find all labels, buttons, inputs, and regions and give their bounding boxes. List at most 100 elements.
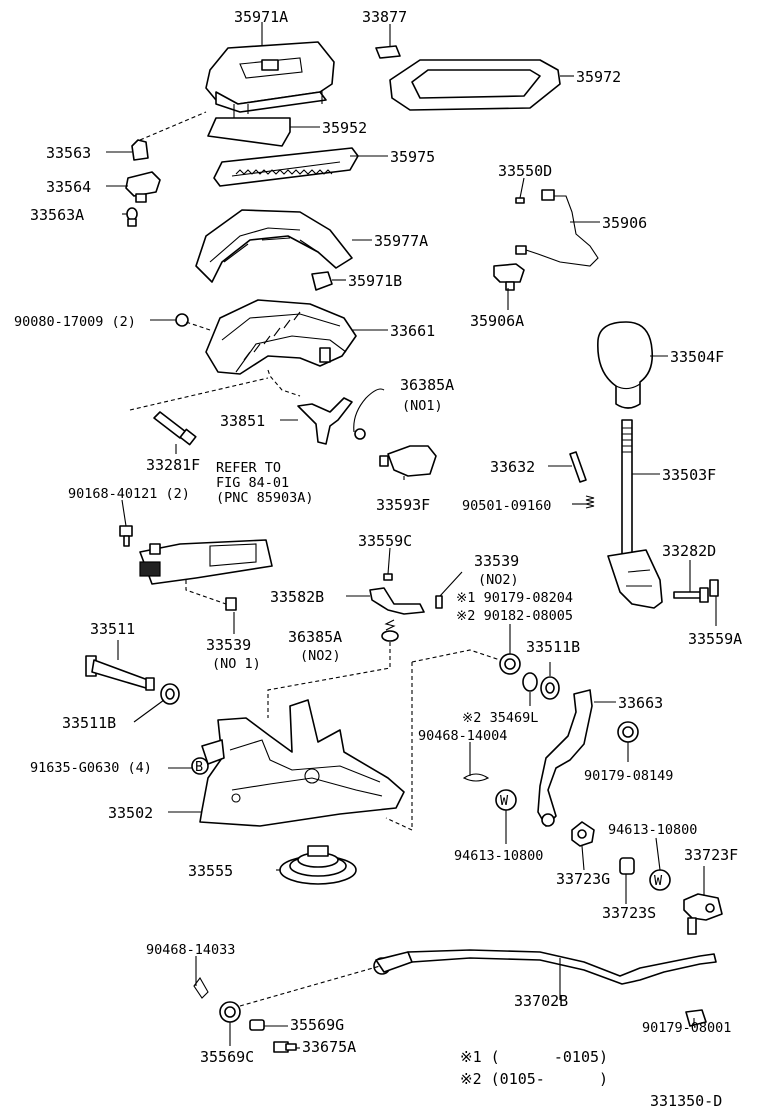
label-35906A: 35906A <box>470 312 524 330</box>
label-33504F: 33504F <box>670 348 724 366</box>
label-33563A: 33563A <box>30 206 84 224</box>
part-33563 <box>131 139 149 161</box>
label-35975: 35975 <box>390 148 435 166</box>
label-no1-a: (NO1) <box>402 398 443 414</box>
part-90179-08001 <box>685 1009 707 1027</box>
label-35469L: ※2 35469L <box>462 710 538 726</box>
part-90501-09160 <box>585 495 595 509</box>
label-33539-a: 33539 <box>474 552 519 570</box>
label-33564: 33564 <box>46 178 91 196</box>
part-33877 <box>375 45 401 59</box>
part-33723G <box>571 821 595 847</box>
label-33723G: 33723G <box>556 870 610 888</box>
label-33282D: 33282D <box>662 542 716 560</box>
part-33663 <box>537 689 593 827</box>
part-35972 <box>389 59 561 111</box>
label-33661: 33661 <box>390 322 435 340</box>
label-36385A-1: 36385A <box>400 376 454 394</box>
label-refer-3: (PNC 85903A) <box>216 490 314 506</box>
part-33503F <box>607 419 663 609</box>
label-36385A-2: 36385A <box>288 628 342 646</box>
w-marker: W <box>654 873 663 889</box>
part-33282D <box>673 587 709 603</box>
label-33511: 33511 <box>90 620 135 638</box>
label-33702B: 33702B <box>514 992 568 1010</box>
part-35569G <box>249 1019 265 1031</box>
label-33582B: 33582B <box>270 588 324 606</box>
part-33559A <box>709 579 719 597</box>
part-33539-a <box>435 595 443 609</box>
diagram-id: 331350-D <box>650 1092 722 1110</box>
label-35971A: 35971A <box>234 8 288 26</box>
label-35569C: 35569C <box>200 1048 254 1066</box>
label-33559A: 33559A <box>688 630 742 648</box>
label-90168-40121: 90168-40121 (2) <box>68 486 190 502</box>
label-33511B-l: 33511B <box>62 714 116 732</box>
label-91635-G0630: 91635-G0630 (4) <box>30 760 152 776</box>
part-33539-b <box>225 597 237 611</box>
label-94613-10800-l: 94613-10800 <box>454 848 543 864</box>
part-33593F <box>379 445 437 477</box>
w-marker: W <box>500 793 509 809</box>
label-no1-b: (NO 1) <box>212 656 261 672</box>
label-33539-b: 33539 <box>206 636 251 654</box>
leader-lines <box>106 22 717 1049</box>
part-labels: 35971A 33877 35972 35952 33563 35975 335… <box>14 8 742 1066</box>
label-94613-10800-r: 94613-10800 <box>608 822 697 838</box>
part-33502 <box>199 699 405 827</box>
label-90080-17009: 90080-17009 (2) <box>14 314 136 330</box>
label-33723S: 33723S <box>602 904 656 922</box>
part-94613-10800-r: W <box>649 869 671 891</box>
part-35469L <box>522 672 538 692</box>
part-35971A <box>205 41 335 118</box>
part-35977A <box>195 209 353 283</box>
part-33511B-r <box>540 676 560 700</box>
label-33723F: 33723F <box>684 846 738 864</box>
part-35569C <box>219 1001 241 1023</box>
note-1: ※1 ( -0105) <box>460 1048 608 1066</box>
part-35906 <box>515 189 599 267</box>
label-90468-14033: 90468-14033 <box>146 942 235 958</box>
label-90179-08149: 90179-08149 <box>584 768 673 784</box>
part-90080-17009 <box>175 313 189 327</box>
dashed-guides <box>129 111 501 1007</box>
label-90179-08001: 90179-08001 <box>642 1020 731 1036</box>
label-no2-a: (NO2) <box>478 572 519 588</box>
part-94613-10800-l: W <box>495 789 517 811</box>
part-33723F <box>683 893 723 935</box>
label-90468-14004: 90468-14004 <box>418 728 507 744</box>
part-switch-assy <box>139 539 273 585</box>
label-35972: 35972 <box>576 68 621 86</box>
part-33555 <box>279 845 357 885</box>
part-33632 <box>569 451 587 483</box>
label-90179-08204: ※1 90179-08204 <box>456 590 573 606</box>
label-90501-09160: 90501-09160 <box>462 498 551 514</box>
part-35906A <box>493 263 525 291</box>
part-33723S <box>619 857 635 875</box>
part-90179-08149 <box>617 721 639 743</box>
label-33555: 33555 <box>188 862 233 880</box>
label-90182-08005: ※2 90182-08005 <box>456 608 573 624</box>
part-90179-08204 <box>499 653 521 675</box>
part-33675A <box>273 1041 297 1053</box>
part-33281F <box>153 411 197 446</box>
label-33851: 33851 <box>220 412 265 430</box>
label-33511B-r: 33511B <box>526 638 580 656</box>
part-33851 <box>297 397 353 445</box>
part-33511B-l <box>160 683 180 705</box>
part-90468-14004 <box>462 773 490 782</box>
label-33563: 33563 <box>46 144 91 162</box>
label-35569G: 35569G <box>290 1016 344 1034</box>
part-33702B <box>373 949 717 985</box>
part-36385A-1 <box>353 388 385 440</box>
part-35975 <box>213 147 359 187</box>
part-35952 <box>207 117 291 147</box>
label-33559C: 33559C <box>358 532 412 550</box>
label-35952: 35952 <box>322 119 367 137</box>
label-35906: 35906 <box>602 214 647 232</box>
label-33675A: 33675A <box>302 1038 356 1056</box>
part-33511 <box>85 655 155 691</box>
label-35977A: 35977A <box>374 232 428 250</box>
part-33564 <box>125 171 161 203</box>
